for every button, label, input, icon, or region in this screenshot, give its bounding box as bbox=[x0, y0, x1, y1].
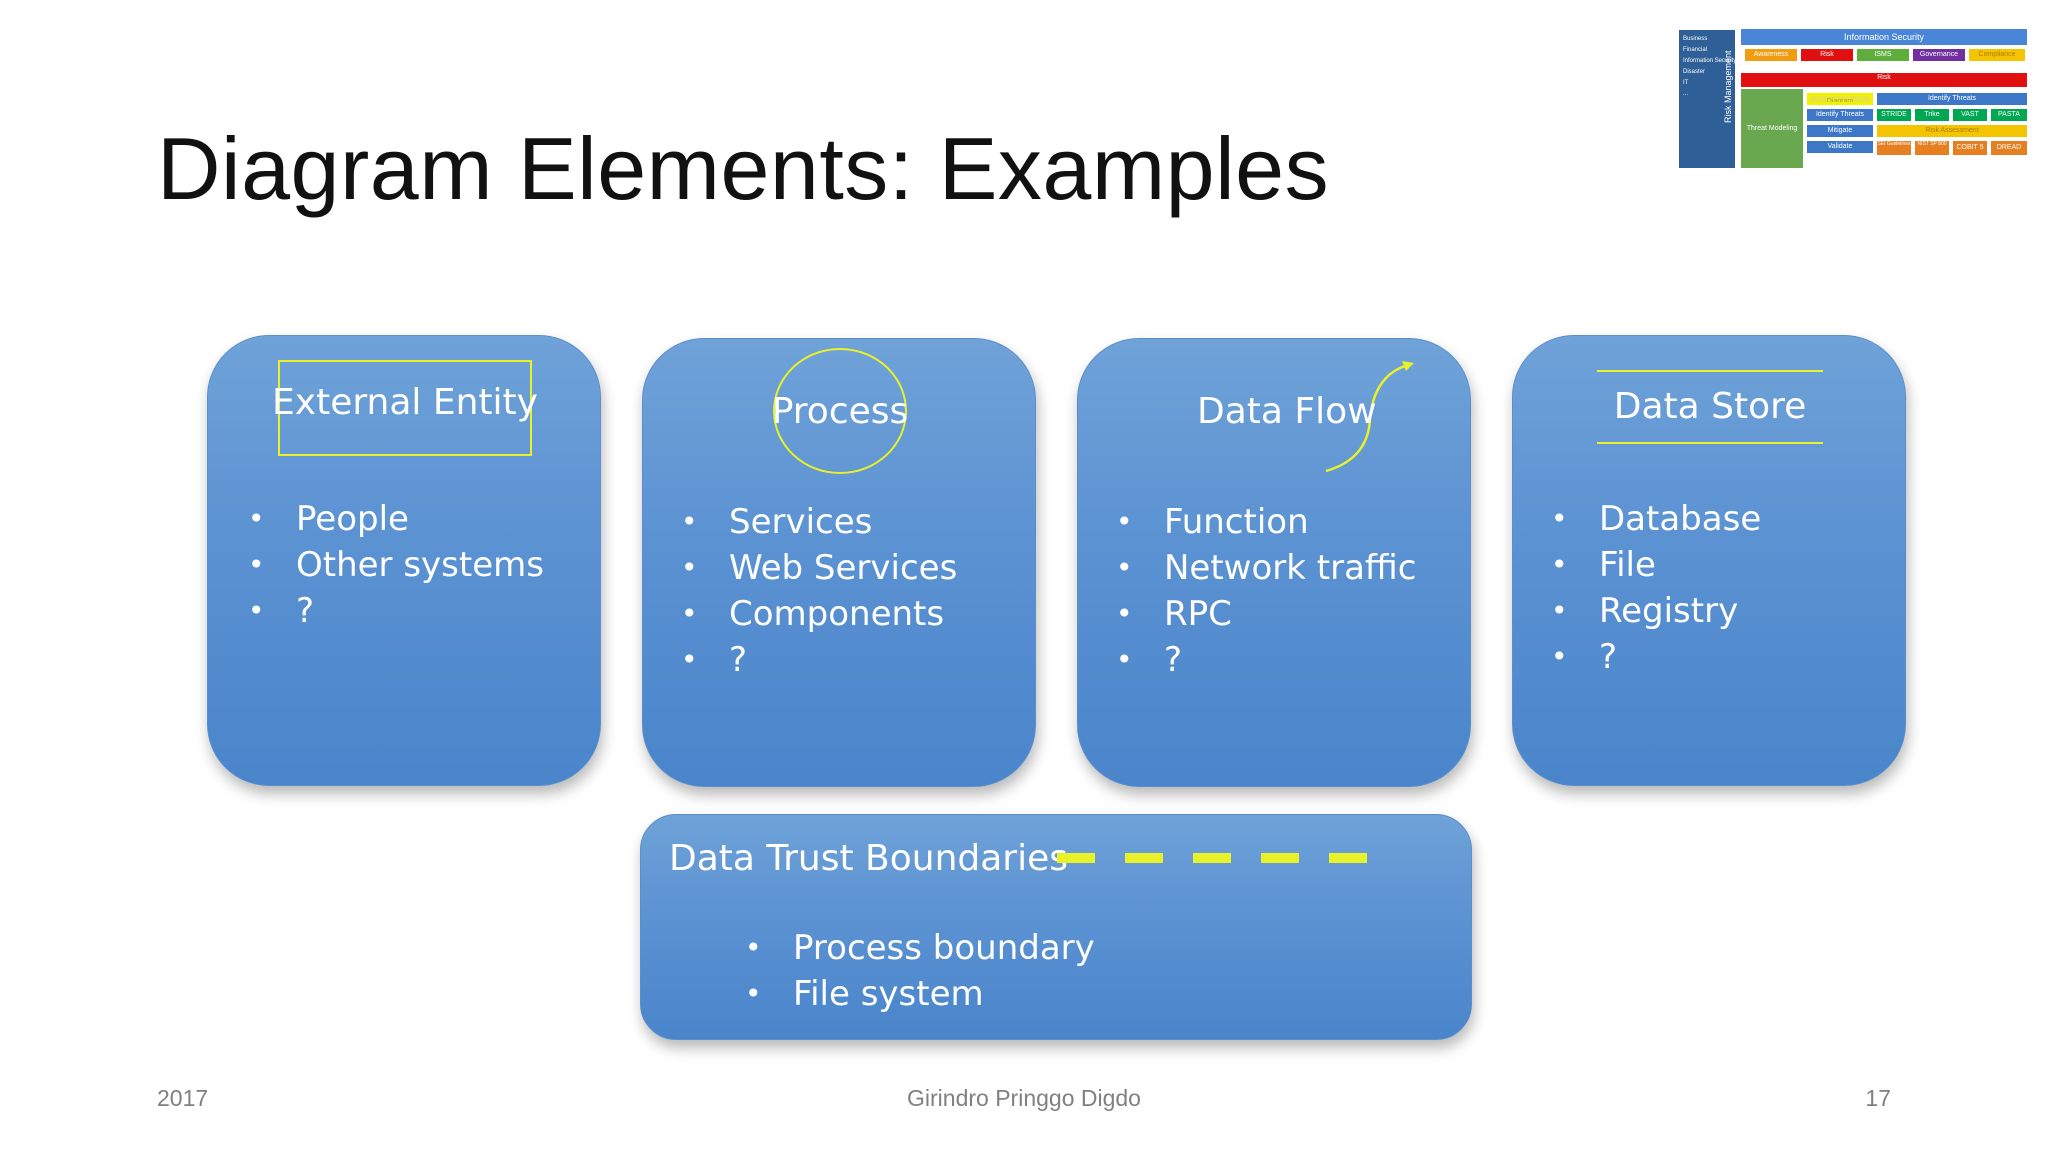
thumb-assessment-method: NIST SP 800 bbox=[1915, 141, 1949, 155]
data-store-list: Database File Registry ? bbox=[1551, 496, 1761, 680]
thumb-risk: Risk bbox=[1801, 49, 1853, 61]
process-symbol-circle bbox=[773, 348, 907, 474]
thumb-assessment-method: DREAD bbox=[1991, 141, 2027, 155]
thumb-identify-threats-header: Identify Threats bbox=[1877, 93, 2027, 105]
list-item: Database bbox=[1551, 496, 1761, 542]
list-item: Network traffic bbox=[1116, 545, 1416, 591]
external-entity-list: People Other systems ? bbox=[248, 496, 544, 634]
trust-boundary-heading: Data Trust Boundaries bbox=[669, 838, 1069, 879]
thumb-side-item: Disaster bbox=[1683, 69, 1706, 75]
thumb-governance: Governance bbox=[1913, 49, 1965, 61]
data-store-symbol-bottom-line bbox=[1597, 442, 1823, 444]
thumb-mitigate: Mitigate bbox=[1807, 125, 1873, 137]
thumb-side-item: Information Security bbox=[1683, 58, 1735, 64]
thumb-risk-assessment: Risk Assessment bbox=[1877, 125, 2027, 137]
list-item: File bbox=[1551, 542, 1761, 588]
thumb-method: Trike bbox=[1915, 109, 1949, 121]
list-item: Function bbox=[1116, 499, 1416, 545]
thumb-side-item: Financial bbox=[1683, 47, 1708, 53]
data-flow-heading: Data Flow bbox=[1197, 391, 1377, 432]
list-item: RPC bbox=[1116, 591, 1416, 637]
footer-author: Girindro Pringgo Digdo bbox=[907, 1085, 1141, 1111]
thumb-side-panel: Business Financial Information Security … bbox=[1679, 30, 1735, 168]
data-flow-list: Function Network traffic RPC ? bbox=[1116, 499, 1416, 683]
data-flow-card: Data Flow Function Network traffic RPC ? bbox=[1077, 338, 1471, 787]
footer-year: 2017 bbox=[157, 1085, 209, 1111]
footer-page-number: 17 bbox=[1865, 1085, 1891, 1111]
thumb-compliance: Compliance bbox=[1969, 49, 2025, 61]
list-item: ? bbox=[681, 637, 957, 683]
external-entity-card: External Entity People Other systems ? bbox=[207, 335, 601, 786]
thumb-method: VAST bbox=[1953, 109, 1987, 121]
thumb-side-item: Business bbox=[1683, 36, 1708, 42]
thumb-validate: Validate bbox=[1807, 141, 1873, 153]
trust-boundary-dashed-line bbox=[1057, 853, 1381, 863]
data-store-heading: Data Store bbox=[1613, 386, 1807, 427]
thumb-side-item: ... bbox=[1683, 91, 1689, 97]
process-list: Services Web Services Components ? bbox=[681, 499, 957, 683]
list-item: Services bbox=[681, 499, 957, 545]
process-heading: Process bbox=[771, 391, 909, 432]
list-item: ? bbox=[1116, 637, 1416, 683]
list-item: Other systems bbox=[248, 542, 544, 588]
trust-boundary-list: Process boundary File system bbox=[745, 925, 1095, 1017]
list-item: File system bbox=[745, 971, 1095, 1017]
thumb-diagram: Diagram bbox=[1807, 93, 1873, 105]
thumb-method: PASTA bbox=[1991, 109, 2027, 121]
list-item: ? bbox=[1551, 634, 1761, 680]
thumb-side-item: IT bbox=[1683, 80, 1689, 86]
trust-boundary-card: Data Trust Boundaries Process boundary F… bbox=[640, 814, 1472, 1040]
process-card: Process Services Web Services Components… bbox=[642, 338, 1036, 787]
thumb-assessment-method: COBIT 5 bbox=[1953, 141, 1987, 155]
thumb-risk-management-label: Risk Management bbox=[1723, 50, 1733, 123]
thumb-assessment-method: SEI Guidelines bbox=[1877, 141, 1911, 155]
list-item: Web Services bbox=[681, 545, 957, 591]
data-store-symbol-top-line bbox=[1597, 370, 1823, 372]
list-item: Components bbox=[681, 591, 957, 637]
thumb-method: STRIDE bbox=[1877, 109, 1911, 121]
thumb-threat-modeling: Threat Modeling bbox=[1741, 89, 1803, 168]
list-item: Process boundary bbox=[745, 925, 1095, 971]
thumb-awareness: Awareness bbox=[1745, 49, 1797, 61]
thumb-risk-bar: Risk bbox=[1741, 73, 2027, 87]
thumb-infosec-header: Information Security bbox=[1741, 29, 2027, 45]
list-item: Registry bbox=[1551, 588, 1761, 634]
thumb-identify-threats: Identify Threats bbox=[1807, 109, 1873, 121]
thumbnail-diagram: Business Financial Information Security … bbox=[1679, 27, 2027, 169]
list-item: ? bbox=[248, 588, 544, 634]
data-store-card: Data Store Database File Registry ? bbox=[1512, 335, 1906, 786]
data-flow-arrow-icon bbox=[1325, 361, 1414, 473]
external-entity-symbol-rectangle bbox=[278, 360, 532, 456]
external-entity-heading: External Entity bbox=[272, 382, 538, 423]
slide-title: Diagram Elements: Examples bbox=[157, 119, 1330, 218]
list-item: People bbox=[248, 496, 544, 542]
thumb-isms: ISMS bbox=[1857, 49, 1909, 61]
